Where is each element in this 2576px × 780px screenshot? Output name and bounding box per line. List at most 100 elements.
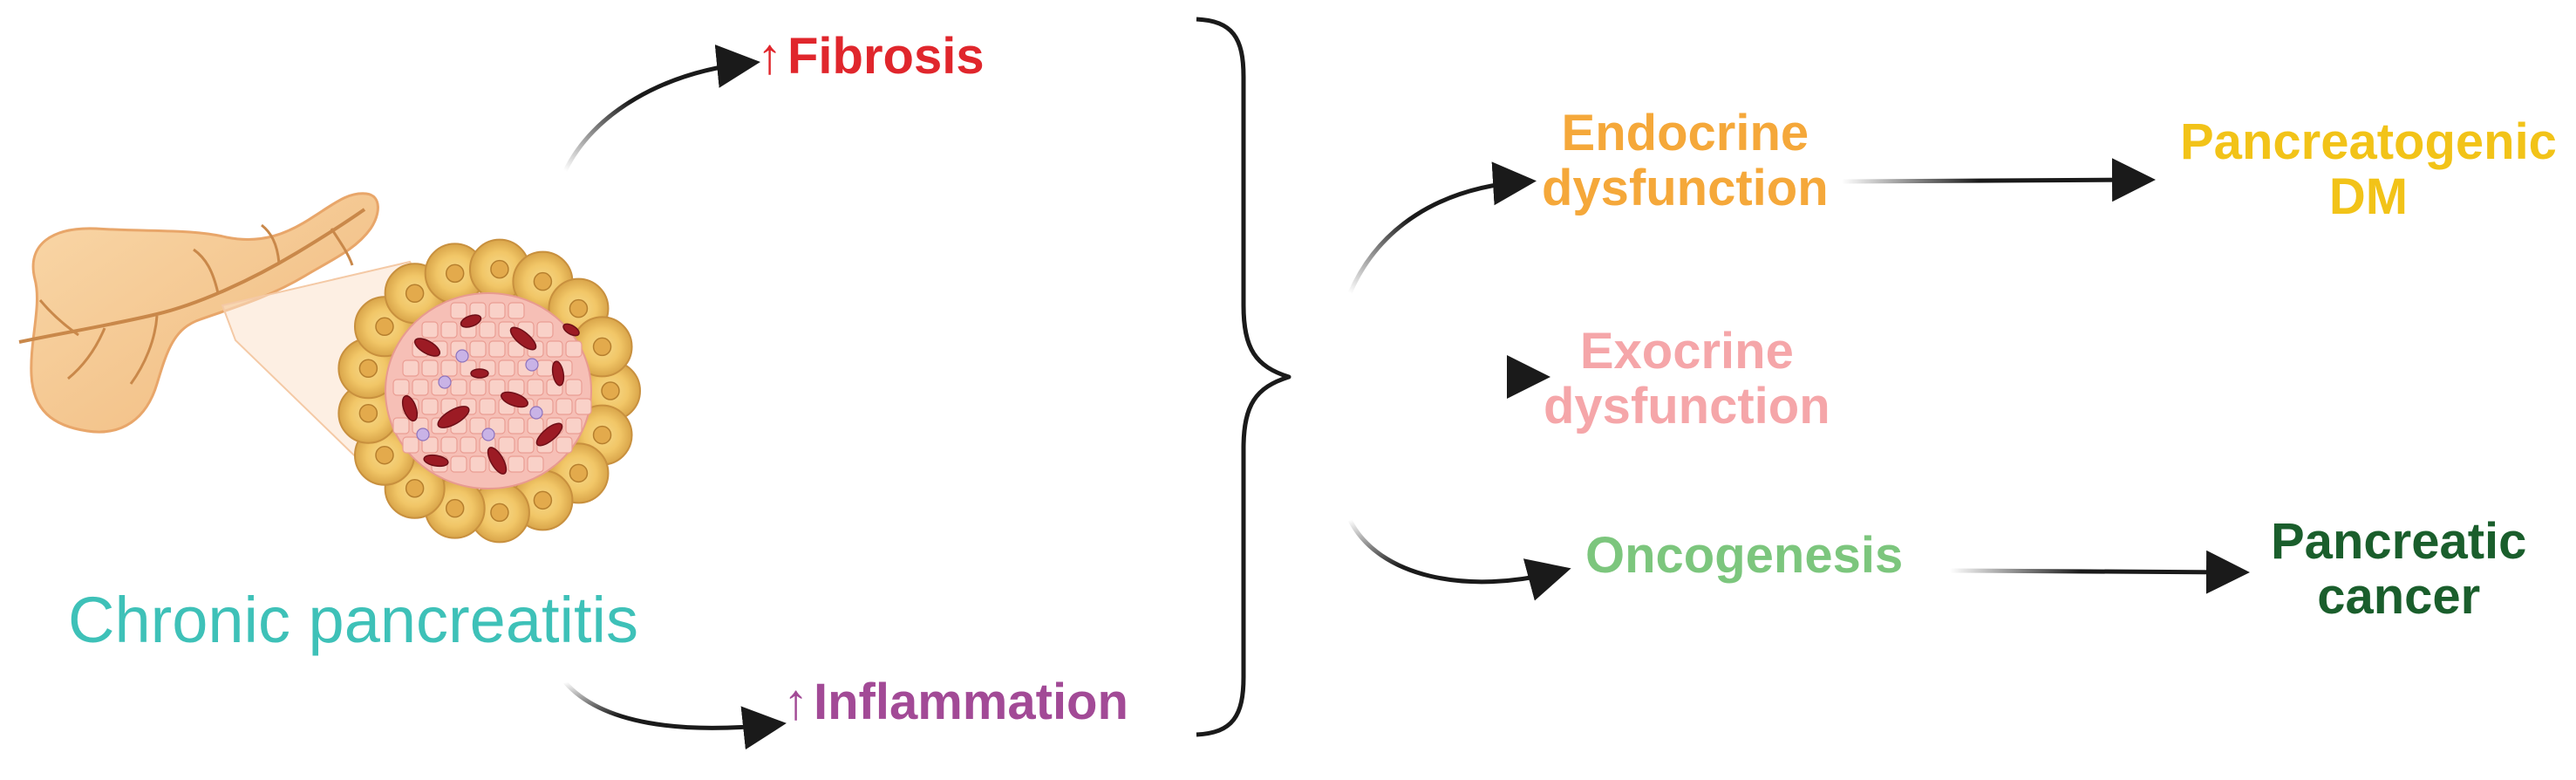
fibrotic-deposit xyxy=(535,422,563,447)
up-arrow-icon: ↑ xyxy=(757,28,782,85)
stroma-cell xyxy=(565,417,583,434)
stroma-cell xyxy=(555,398,573,415)
stroma-cell xyxy=(440,321,458,339)
stroma-cell xyxy=(565,379,583,396)
acinus-lumen xyxy=(569,298,589,318)
stroma-cell xyxy=(498,359,515,377)
pancreatogenic-dm-label: Pancreatogenic DM xyxy=(2180,113,2557,225)
inflammation-label: ↑Inflammation xyxy=(783,674,1128,730)
stroma-cell xyxy=(469,417,487,434)
stroma-cell xyxy=(392,417,410,434)
stroma-cell xyxy=(450,379,467,396)
stroma-cell xyxy=(508,417,525,434)
tissue-section-icon xyxy=(337,238,641,544)
inflammatory-cell xyxy=(529,406,543,420)
stroma-cell xyxy=(536,359,554,377)
stroma-cell xyxy=(479,321,496,339)
fibrotic-deposit xyxy=(413,338,441,357)
inflammatory-cell xyxy=(455,349,469,363)
stroma-cell xyxy=(402,359,419,377)
exocrine-dysfunction-label: Exocrine dysfunction xyxy=(1544,323,1830,434)
stroma-cell xyxy=(565,340,583,358)
stroma-cell xyxy=(450,455,467,473)
stroma-cell xyxy=(546,340,563,358)
stroma-cell xyxy=(421,398,439,415)
stroma-cell xyxy=(479,398,496,415)
acinus-lumen xyxy=(490,259,509,279)
stroma-cell xyxy=(460,436,477,454)
stroma-cell xyxy=(527,379,544,396)
acinus-lumen xyxy=(569,463,589,483)
stroma-cell xyxy=(421,321,439,339)
stroma-cell xyxy=(469,379,487,396)
fibrotic-deposit xyxy=(470,368,489,379)
acinus-lumen xyxy=(405,284,425,304)
stroma-cell xyxy=(392,379,410,396)
acinus-lumen xyxy=(405,478,425,498)
fibrotic-deposit xyxy=(562,323,580,337)
acinus-lumen xyxy=(592,337,612,357)
pancreatic-cancer-label: Pancreatic cancer xyxy=(2271,513,2527,625)
up-arrow-icon: ↑ xyxy=(783,674,808,730)
stroma-cell xyxy=(488,379,506,396)
arrows xyxy=(562,44,2250,750)
stroma-cell xyxy=(440,436,458,454)
stroma-cell xyxy=(421,436,439,454)
acinus-lumen xyxy=(445,498,465,518)
fibrosis-label: ↑Fibrosis xyxy=(757,28,985,85)
stroma-cell xyxy=(412,379,429,396)
acinus-lumen xyxy=(375,317,394,337)
stroma-cell xyxy=(498,436,515,454)
fibrotic-deposit xyxy=(509,326,537,351)
arrow-to-fibrosis xyxy=(562,44,760,173)
stroma-cell xyxy=(555,436,573,454)
stroma-cell xyxy=(402,436,419,454)
stroma-cell xyxy=(575,398,592,415)
pancreas-icon xyxy=(18,192,379,434)
endocrine-dysfunction-label: Endocrine dysfunction xyxy=(1542,105,1829,216)
inflammatory-cell xyxy=(416,428,430,441)
acinus-lumen xyxy=(592,425,612,445)
acinus-lumen xyxy=(445,263,465,284)
acinus-lumen xyxy=(601,381,620,400)
oncogenesis-label: Oncogenesis xyxy=(1585,527,1904,584)
arrow-to-pancreatic-cancer xyxy=(1949,550,2250,594)
stroma-cell xyxy=(508,455,525,473)
stroma-cell xyxy=(421,359,439,377)
stroma-cell xyxy=(527,417,544,434)
stroma-cell xyxy=(527,455,544,473)
fibrotic-deposit xyxy=(423,454,449,468)
fibrotic-deposit xyxy=(460,314,482,328)
stroma-cell xyxy=(488,340,506,358)
acinus-lumen xyxy=(358,359,378,379)
stroma-cell xyxy=(469,455,487,473)
arrow-to-inflammation xyxy=(563,681,787,750)
arrow-to-endocrine xyxy=(1347,161,1537,294)
acinus-lumen xyxy=(375,445,394,465)
stroma-cell xyxy=(450,302,467,319)
fibrotic-deposit xyxy=(437,406,470,428)
stroma-cell xyxy=(488,302,506,319)
arrow-to-pancreatogenic-dm xyxy=(1841,158,2156,202)
fibrotic-deposit xyxy=(501,391,528,408)
inflammatory-cell xyxy=(438,375,452,389)
inflammatory-cell xyxy=(525,358,539,372)
stroma-cell xyxy=(488,417,506,434)
fibrotic-deposit xyxy=(487,447,508,475)
fibrotic-deposit xyxy=(551,360,565,387)
arrow-to-oncogenesis xyxy=(1347,518,1571,601)
right-curly-brace-icon xyxy=(1196,17,1291,737)
acinus-lumen xyxy=(358,403,378,423)
stroma-cell xyxy=(469,340,487,358)
fibrotic-deposit xyxy=(401,394,419,422)
stroma-cell xyxy=(536,321,554,339)
acinus-lumen xyxy=(490,503,509,523)
chronic-pancreatitis-label: Chronic pancreatitis xyxy=(68,584,638,656)
acinus-lumen xyxy=(533,271,553,291)
acinus-lumen xyxy=(533,490,553,510)
stroma-cell xyxy=(517,436,535,454)
stroma-cell xyxy=(508,302,525,319)
stroma-cell xyxy=(440,359,458,377)
inflammatory-cell xyxy=(481,428,495,441)
